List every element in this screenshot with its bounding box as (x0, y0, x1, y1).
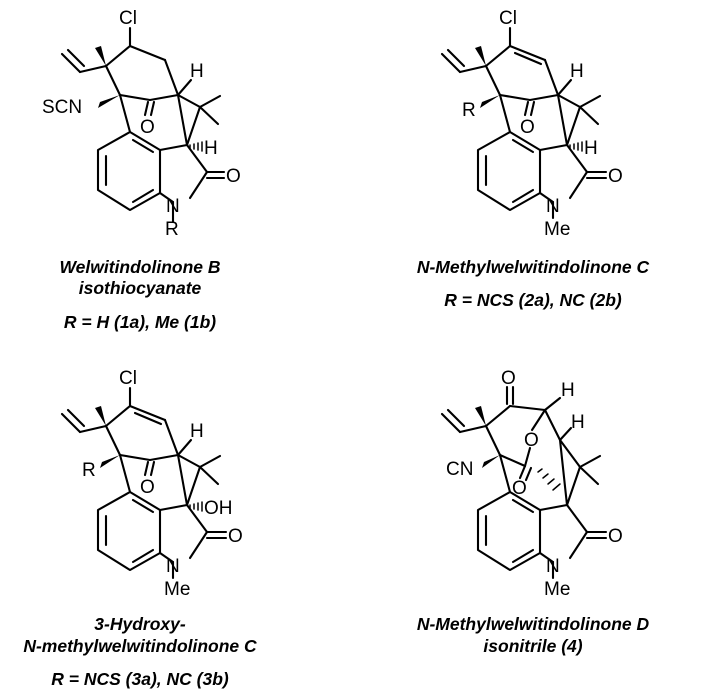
benzene-ring (96, 130, 162, 212)
lactam-oxygen: O (608, 526, 623, 547)
methyl-label: Me (544, 219, 570, 240)
ketone-oxygen: O (501, 368, 516, 389)
methyl-label: Me (164, 579, 190, 600)
r-definition-1: R = H (1a), Me (1b) (64, 312, 216, 332)
methyl-wedge (95, 406, 106, 426)
compound-name-4-line2: isonitrile (4) (483, 636, 582, 656)
h-atom: H (190, 61, 204, 82)
lactam-oxygen: O (226, 166, 241, 187)
h-atom: H (190, 421, 204, 442)
nitrogen-atom: N (546, 556, 560, 577)
nitrogen-atom: N (166, 556, 180, 577)
r-definition-2: R = NCS (2a), NC (2b) (444, 290, 622, 310)
r-group: R (82, 460, 96, 481)
bridge-oxygen: O (524, 430, 539, 451)
methyl-wedge (475, 406, 486, 426)
benzene-ring (476, 130, 542, 212)
compound-name-1: Welwitindolinone B (59, 257, 220, 277)
h-atom: H (570, 61, 584, 82)
r-group: R (462, 100, 476, 121)
methyl-wedge (475, 46, 486, 66)
ketone-oxygen: O (520, 117, 535, 138)
scn-group: SCN (42, 97, 82, 118)
ester-oxygen: O (512, 478, 527, 499)
r-group: R (165, 219, 179, 240)
r-wedge (100, 455, 120, 468)
cl-atom: Cl (119, 8, 137, 29)
lactam-oxygen: O (608, 166, 623, 187)
ketone-oxygen: O (140, 117, 155, 138)
structure-3-hydroxy-n-methylwelwitindolinone-c: Cl R H OH O O N Me (60, 368, 243, 600)
bridge-hashed-bond (537, 468, 561, 491)
scn-wedge (98, 95, 120, 108)
cl-atom: Cl (499, 8, 517, 29)
cn-wedge (482, 455, 500, 468)
c3-hashed-bond (569, 141, 583, 152)
nitrogen-atom: N (166, 196, 180, 217)
h-atom: H (584, 138, 598, 159)
compound-name-3: 3-Hydroxy- (94, 614, 186, 634)
compound-name-2: N-Methylwelwitindolinone C (417, 257, 650, 277)
structure-n-methylwelwitindolinone-d-isonitrile: O H H O O CN O N Me (440, 368, 623, 600)
lactam-oxygen: O (228, 526, 243, 547)
c3-hashed-bond (189, 141, 203, 152)
compound-name-1-line2: isothiocyanate (79, 278, 202, 298)
cl-atom: Cl (119, 368, 137, 389)
h-atom: H (571, 412, 585, 433)
benzene-ring (96, 490, 162, 572)
nitrogen-atom: N (546, 196, 560, 217)
oh-hashed-bond (189, 501, 203, 512)
methyl-wedge (95, 46, 106, 66)
compound-name-4: N-Methylwelwitindolinone D (417, 614, 650, 634)
compound-name-3-line2: N-methylwelwitindolinone C (23, 636, 257, 656)
structure-welwitindolinone-b-isothiocyanate: Cl SCN H H O O N R (42, 8, 241, 240)
r-definition-3: R = NCS (3a), NC (3b) (51, 669, 229, 689)
h-atom: H (204, 138, 218, 159)
benzene-ring (476, 490, 542, 572)
ketone-oxygen: O (140, 477, 155, 498)
h-atom: H (561, 380, 575, 401)
methyl-label: Me (544, 579, 570, 600)
r-wedge (480, 95, 500, 108)
isonitrile-group: CN (446, 459, 473, 480)
hydroxyl-group: OH (204, 498, 233, 519)
structure-n-methylwelwitindolinone-c: Cl R H H O O N Me (440, 8, 623, 240)
